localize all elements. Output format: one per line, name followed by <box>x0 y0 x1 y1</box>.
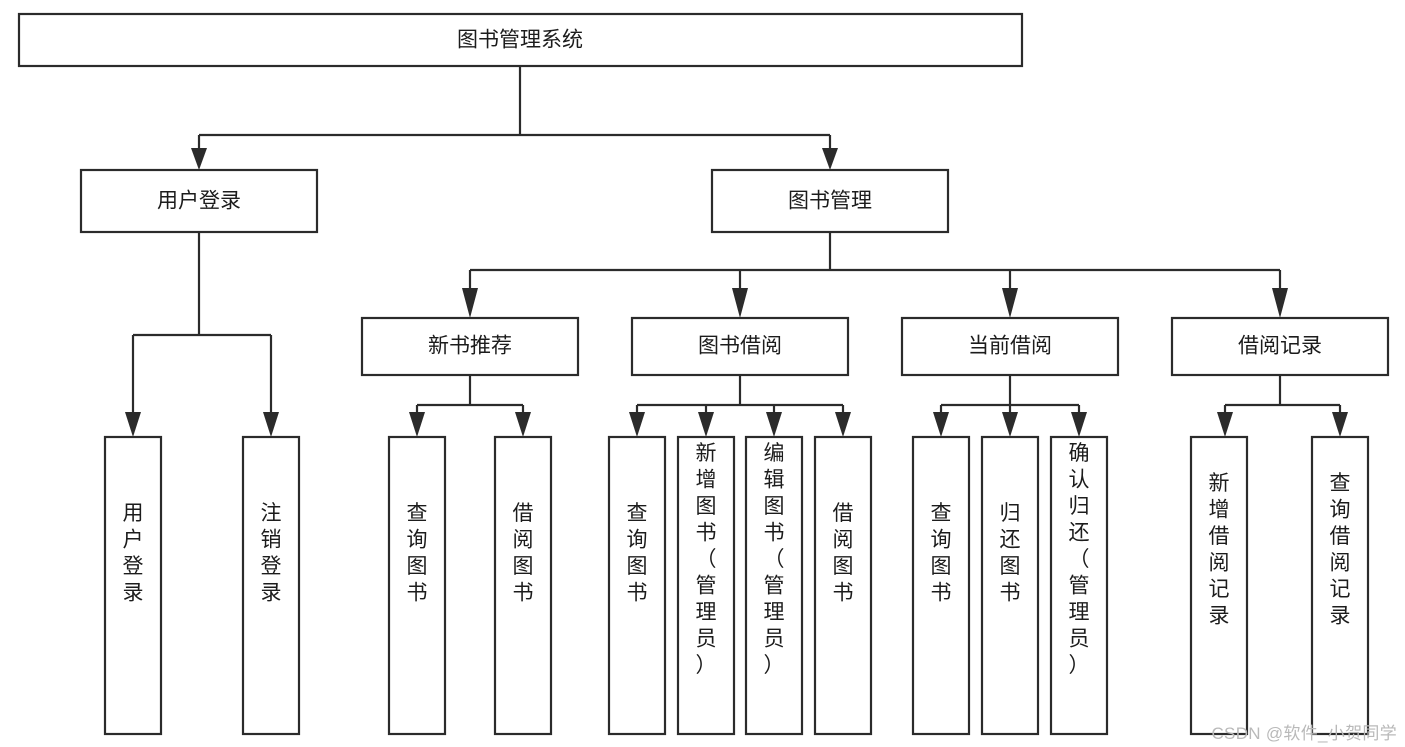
node-leaf-query-book-2-box[interactable] <box>607 435 667 736</box>
arrow-head-leaf-borrow-book-1 <box>515 412 531 437</box>
node-new-book-recommend-label: 新书推荐 <box>428 335 512 358</box>
node-leaf-query-book-2[interactable]: 查询图书 <box>607 435 667 736</box>
arrow-head-leaf-return-book <box>1002 412 1018 437</box>
node-leaf-query-record-box[interactable] <box>1310 435 1370 736</box>
arrow-head-leaf-query-book-3 <box>933 412 949 437</box>
node-leaf-add-book-label: 新增图书（管理员） <box>696 442 717 677</box>
arrow-head-leaf-logout-login <box>263 412 279 437</box>
node-leaf-logout-login-box[interactable] <box>241 435 301 736</box>
node-leaf-borrow-book-2-label: 借阅图书 <box>833 502 854 605</box>
arrow-head-leaf-query-book-1 <box>409 412 425 437</box>
node-leaf-borrow-book-2-box[interactable] <box>813 435 873 736</box>
node-leaf-user-login-box[interactable] <box>103 435 163 736</box>
connector-group-borrow-record <box>1217 375 1348 437</box>
node-leaf-confirm-return[interactable]: 确认归还（管理员） <box>1049 435 1109 736</box>
node-book-management[interactable]: 图书管理 <box>710 168 950 234</box>
arrow-head-leaf-borrow-book-2 <box>835 412 851 437</box>
node-leaf-logout-login-label: 注销登录 <box>261 502 282 605</box>
arrow-head-book-borrow <box>732 288 748 318</box>
connector-group-user-login <box>125 232 279 437</box>
node-leaf-edit-book-box[interactable] <box>744 435 804 736</box>
node-book-borrow-box[interactable] <box>630 316 850 377</box>
node-borrow-record-box[interactable] <box>1170 316 1390 377</box>
node-leaf-return-book-label: 归还图书 <box>1000 502 1021 605</box>
arrow-head-leaf-add-record <box>1217 412 1233 437</box>
node-leaf-query-record-label: 查询借阅记录 <box>1330 472 1351 628</box>
node-leaf-query-book-3[interactable]: 查询图书 <box>911 435 971 736</box>
node-leaf-confirm-return-box[interactable] <box>1049 435 1109 736</box>
arrow-head-leaf-user-login <box>125 412 141 437</box>
node-leaf-user-login-label: 用户登录 <box>123 502 144 605</box>
arrow-head-current-borrow <box>1002 288 1018 318</box>
node-leaf-edit-book[interactable]: 编辑图书（管理员） <box>744 435 804 736</box>
connector-group-book-borrow <box>629 375 851 437</box>
node-current-borrow-box[interactable] <box>900 316 1120 377</box>
node-book-management-label: 图书管理 <box>788 190 872 213</box>
node-book-borrow-label: 图书借阅 <box>698 335 782 358</box>
node-leaf-add-record[interactable]: 新增借阅记录 <box>1189 435 1249 736</box>
node-leaf-query-book-3-box[interactable] <box>911 435 971 736</box>
arrow-head-leaf-add-book <box>698 412 714 437</box>
node-book-borrow[interactable]: 图书借阅 <box>630 316 850 377</box>
node-user-login-label: 用户登录 <box>157 190 241 213</box>
node-current-borrow-label: 当前借阅 <box>968 335 1052 358</box>
node-leaf-add-record-box[interactable] <box>1189 435 1249 736</box>
node-leaf-add-record-label: 新增借阅记录 <box>1209 472 1230 628</box>
arrow-head-leaf-query-record <box>1332 412 1348 437</box>
connector-group-new-book-recommend <box>409 375 531 437</box>
node-user-login[interactable]: 用户登录 <box>79 168 319 234</box>
arrow-head-leaf-confirm-return <box>1071 412 1087 437</box>
arrow-head-leaf-query-book-2 <box>629 412 645 437</box>
node-leaf-query-record[interactable]: 查询借阅记录 <box>1310 435 1370 736</box>
arrow-head-leaf-edit-book <box>766 412 782 437</box>
node-leaf-query-book-1-box[interactable] <box>387 435 447 736</box>
node-borrow-record[interactable]: 借阅记录 <box>1170 316 1390 377</box>
node-leaf-borrow-book-1-box[interactable] <box>493 435 553 736</box>
node-leaf-return-book[interactable]: 归还图书 <box>980 435 1040 736</box>
node-root-box[interactable] <box>17 12 1024 68</box>
node-root-label: 图书管理系统 <box>457 29 583 52</box>
node-leaf-query-book-2-label: 查询图书 <box>627 502 648 605</box>
node-leaf-borrow-book-2[interactable]: 借阅图书 <box>813 435 873 736</box>
connector-group-book-mgmt <box>462 232 1288 318</box>
node-leaf-query-book-3-label: 查询图书 <box>931 502 952 605</box>
node-leaf-query-book-1[interactable]: 查询图书 <box>387 435 447 736</box>
node-new-book-recommend[interactable]: 新书推荐 <box>360 316 580 377</box>
node-book-management-box[interactable] <box>710 168 950 234</box>
node-new-book-recommend-box[interactable] <box>360 316 580 377</box>
arrow-head-user-login <box>191 148 207 170</box>
node-leaf-return-book-box[interactable] <box>980 435 1040 736</box>
node-leaf-confirm-return-label: 确认归还（管理员） <box>1069 442 1090 677</box>
node-leaf-borrow-book-1[interactable]: 借阅图书 <box>493 435 553 736</box>
node-leaf-add-book-box[interactable] <box>676 435 736 736</box>
node-borrow-record-label: 借阅记录 <box>1238 335 1322 358</box>
node-leaf-user-login[interactable]: 用户登录 <box>103 435 163 736</box>
connector-group-root <box>191 66 838 170</box>
node-leaf-add-book[interactable]: 新增图书（管理员） <box>676 435 736 736</box>
connector-group-current-borrow <box>933 375 1087 437</box>
node-leaf-borrow-book-1-label: 借阅图书 <box>513 502 534 605</box>
node-current-borrow[interactable]: 当前借阅 <box>900 316 1120 377</box>
arrow-head-new-book-recommend <box>462 288 478 318</box>
node-leaf-query-book-1-label: 查询图书 <box>407 502 428 605</box>
node-user-login-box[interactable] <box>79 168 319 234</box>
node-leaf-edit-book-label: 编辑图书（管理员） <box>764 442 785 677</box>
node-leaf-logout-login[interactable]: 注销登录 <box>241 435 301 736</box>
arrow-head-book-mgmt <box>822 148 838 170</box>
arrow-head-borrow-record <box>1272 288 1288 318</box>
node-root[interactable]: 图书管理系统 <box>17 12 1024 68</box>
